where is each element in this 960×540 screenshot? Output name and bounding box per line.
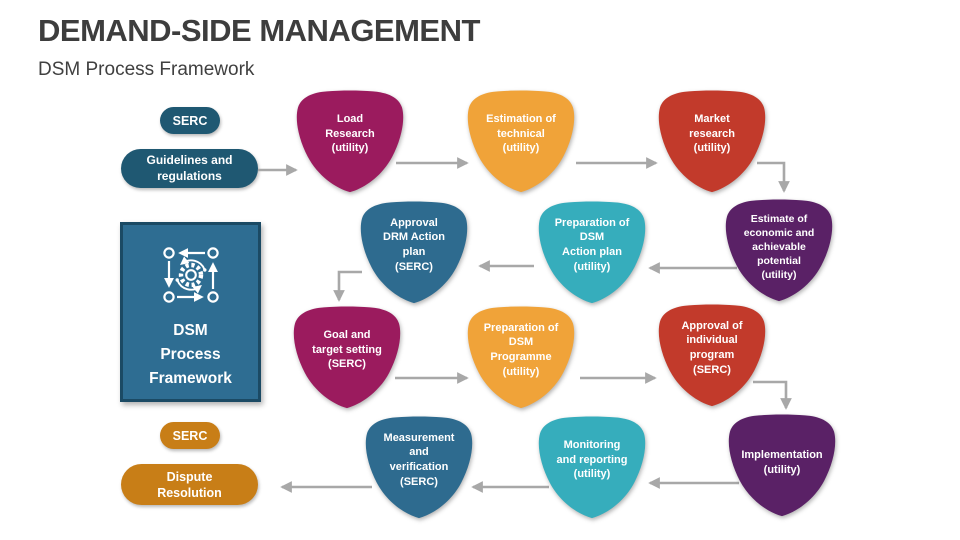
node-label: Preparation of DSM Action plan (utility) [554,216,630,273]
pick-shape [538,201,646,304]
dispute-resolution-pill: Dispute Resolution [121,464,258,505]
pick-shape [538,416,646,519]
node-label: Market research (utility) [689,113,735,155]
node-load-research: Load Research (utility) [291,88,409,196]
page-subtitle: DSM Process Framework [38,59,255,80]
node-preparation-dsm-action-plan: Preparation of DSM Action plan (utility) [533,199,651,307]
serc-badge-bottom: SERC [160,422,220,449]
pick-shape [360,201,468,304]
node-market-research: Market research (utility) [653,88,771,196]
node-approval-individual-program: Approval of individual program (SERC) [653,302,771,410]
node-approval-drm-action-plan: Approval DRM Action plan (SERC) [355,199,473,307]
node-preparation-dsm-programme: Preparation of DSM Programme (utility) [462,304,580,412]
node-measurement-verification: Measurement and verification (SERC) [360,414,478,522]
pick-shape [467,306,575,409]
flow-arrow [333,270,362,302]
pick-shape [728,414,836,517]
node-label: Approval of individual program (SERC) [681,319,743,376]
node-label: Preparation of DSM Programme (utility) [483,321,559,378]
node-monitoring-reporting: Monitoring and reporting (utility) [533,414,651,522]
node-label: Monitoring and reporting (utility) [556,439,628,481]
page-title: DEMAND-SIDE MANAGEMENT [38,13,480,48]
node-label: Load Research (utility) [325,113,375,155]
node-label: Measurement and verification (SERC) [383,431,455,488]
pick-shape [293,306,401,409]
framework-box-label: DSM Process Framework [149,322,232,388]
pick-shape [658,304,766,407]
node-estimation-technical: Estimation of technical (utility) [462,88,580,196]
pick-shape [365,416,473,519]
node-label: Estimation of technical (utility) [486,113,556,155]
pick-shape [296,90,404,193]
guidelines-regulations-pill: Guidelines and regulations [121,149,258,188]
dsm-framework-box: DSM Process Framework [120,222,261,402]
node-label: Approval DRM Action plan (SERC) [383,216,445,273]
flow-arrow [757,161,790,193]
serc-badge-top: SERC [160,107,220,134]
pick-shape [467,90,575,193]
node-label: Goal and target setting (SERC) [312,329,382,371]
node-implementation: Implementation (utility) [723,412,841,520]
process-cycle-icon [162,247,219,303]
pick-shape [725,199,833,302]
node-estimate-economic-potential: Estimate of economic and achievable pote… [720,197,838,305]
node-goal-target-setting: Goal and target setting (SERC) [288,304,406,412]
node-label: Estimate of economic and achievable pote… [743,213,815,281]
pick-shape [658,90,766,193]
node-label: Implementation (utility) [741,449,823,476]
flow-arrow [753,380,792,410]
